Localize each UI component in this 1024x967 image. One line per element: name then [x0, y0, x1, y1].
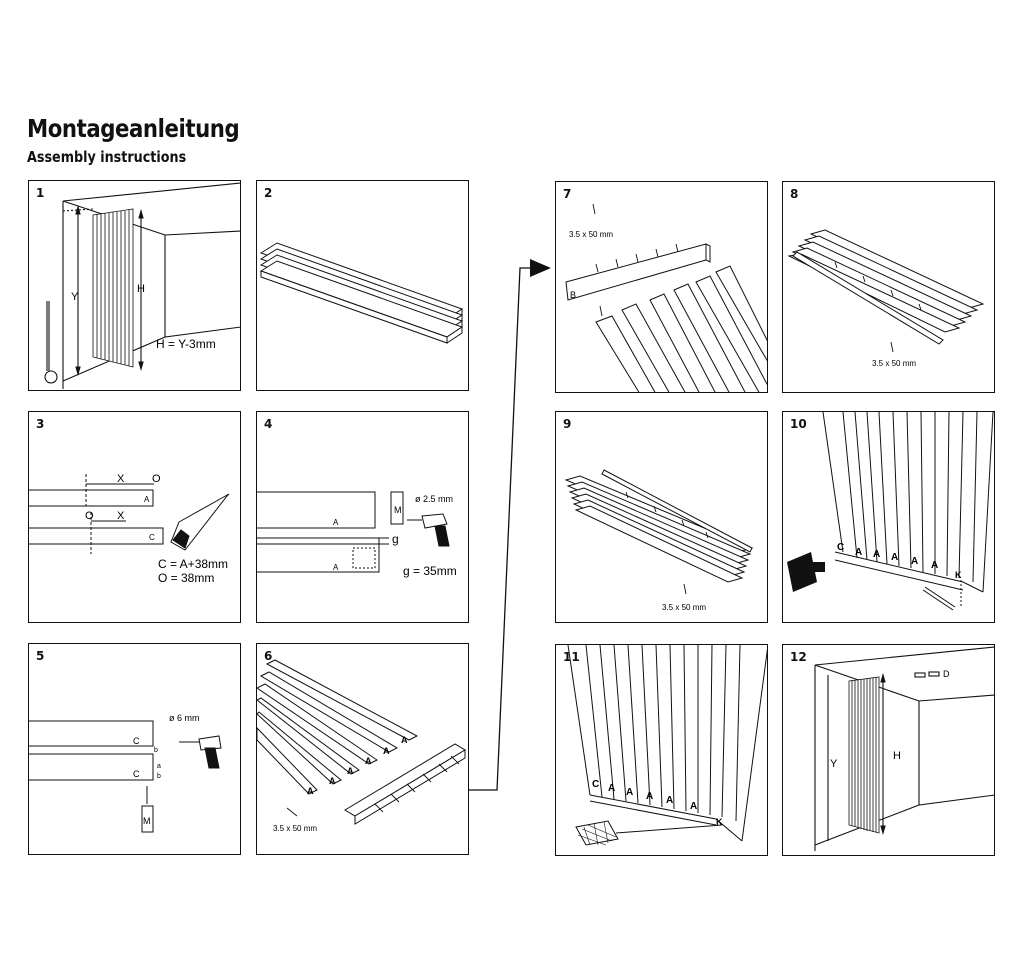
- part-a-label-4: A: [666, 795, 673, 806]
- part-a-label-2: A: [383, 746, 390, 756]
- step-12-illustration: D Y H: [814, 646, 994, 851]
- drill-diameter-label: ø 6 mm: [169, 713, 200, 723]
- part-c-label: C: [133, 736, 140, 746]
- part-m-label: M: [143, 816, 151, 826]
- height-formula: H = Y-3mm: [156, 337, 216, 351]
- part-a-label-5: A: [931, 560, 938, 571]
- dimension-y-label: Y: [830, 758, 838, 770]
- dimension-x-label: X: [117, 473, 125, 485]
- part-a-label-3: A: [646, 791, 653, 802]
- dimension-o-label: O: [152, 473, 161, 485]
- step-10-illustration: C A A A A A K: [787, 412, 994, 611]
- step-9-illustration: 3.5 x 50 mm: [564, 469, 754, 612]
- step-2-illustration: [259, 242, 464, 344]
- step-11-illustration: C A A A A A K: [567, 645, 767, 846]
- dimension-a-label: a: [157, 763, 161, 770]
- screw-size-label: 3.5 x 50 mm: [662, 603, 706, 612]
- step-7-illustration: 3.5 x 50 mm B: [565, 203, 767, 392]
- part-a-label-3: A: [365, 756, 372, 766]
- part-a-label-4: A: [911, 556, 918, 567]
- part-c-label-2: C: [133, 769, 140, 779]
- drill-diameter-label: ø 2.5 mm: [415, 494, 453, 504]
- step-number: 4: [264, 417, 273, 431]
- part-m-label: M: [394, 505, 402, 515]
- dimension-g-label: g: [392, 532, 399, 546]
- step-7-panel: 7 3.5 x 50 mm B: [555, 181, 768, 393]
- step-number: 1: [36, 186, 45, 200]
- dimension-h-label: H: [893, 750, 901, 762]
- step-4-panel: 4 A M ø 2.5 mm g A g = 35mm: [256, 411, 469, 623]
- page-title: Montageanleitung: [27, 114, 240, 143]
- step-3-panel: 3 X O A O X C C = A+38mm O = 38mm: [28, 411, 241, 623]
- part-a-label-3: A: [891, 552, 898, 563]
- part-a-label-2: A: [333, 563, 339, 572]
- step-8-illustration: 3.5 x 50 mm: [787, 229, 985, 368]
- dimension-g-formula: g = 35mm: [403, 564, 457, 578]
- screw-size-label: 3.5 x 50 mm: [569, 230, 613, 239]
- part-c-label: C: [149, 533, 155, 542]
- dimension-y-label: Y: [71, 291, 79, 303]
- step-8-panel: 8 3.5 x 50 mm: [782, 181, 995, 393]
- part-a-label-2: A: [873, 549, 880, 560]
- step-number: 5: [36, 649, 45, 663]
- part-c-label: C: [837, 542, 844, 553]
- part-a-label: A: [333, 518, 339, 527]
- step-1-illustration: Y H H = Y-3mm: [44, 182, 240, 389]
- part-k-label: K: [716, 817, 723, 827]
- screw-size-label: 3.5 x 50 mm: [273, 824, 317, 833]
- step-5-illustration: C b C a b ø 6 mm M: [29, 713, 222, 833]
- step-2-panel: 2: [256, 180, 469, 391]
- step-6-illustration: 3.5 x 50 mm A A A A A A: [257, 659, 466, 833]
- part-a-label-2: A: [626, 787, 633, 798]
- step-number: 6: [264, 649, 273, 663]
- part-a-label-1: A: [855, 547, 862, 558]
- page-subtitle: Assembly instructions: [27, 148, 187, 166]
- step-number: 8: [790, 187, 799, 201]
- step-number: 9: [563, 417, 572, 431]
- step-number: 7: [563, 187, 572, 201]
- part-c-label: C: [592, 779, 599, 790]
- dimension-b-label-2: b: [157, 773, 161, 780]
- screw-size-label: 3.5 x 50 mm: [872, 359, 916, 368]
- step-number: 12: [790, 650, 807, 664]
- part-a-label-4: A: [347, 766, 354, 776]
- part-a-label-6: A: [307, 786, 314, 796]
- step-3-illustration: X O A O X C C = A+38mm O = 38mm: [29, 473, 230, 585]
- part-a-label-5: A: [329, 776, 336, 786]
- cut-formula-c: C = A+38mm: [158, 557, 228, 571]
- step-number: 2: [264, 186, 273, 200]
- part-k-label: K: [955, 570, 962, 580]
- part-b-label: B: [570, 290, 576, 300]
- step-1-panel: 1 Y H H = Y-3mm: [28, 180, 241, 391]
- step-number: 3: [36, 417, 45, 431]
- step-number: 11: [563, 650, 580, 664]
- dimension-b-label: b: [154, 747, 158, 754]
- part-a-label-1: A: [608, 783, 615, 794]
- dimension-o-label-2: O: [85, 510, 94, 522]
- dimension-h-label: H: [137, 283, 145, 295]
- cut-formula-o: O = 38mm: [158, 571, 214, 585]
- step-11-panel: 11 C A A A A A K: [555, 644, 768, 856]
- step-4-illustration: A M ø 2.5 mm g A g = 35mm: [257, 491, 457, 578]
- part-a-label-1: A: [401, 735, 408, 745]
- step-6-panel: 6 3.5 x 50 mm A A A A A A: [256, 643, 469, 855]
- part-d-label: D: [943, 669, 950, 679]
- step-5-panel: 5 C b C a b ø 6 mm M: [28, 643, 241, 855]
- step-10-panel: 10 C A A A A A K: [782, 411, 995, 623]
- part-a-label: A: [144, 495, 150, 504]
- step-number: 10: [790, 417, 807, 431]
- part-a-label-5: A: [690, 801, 697, 812]
- dimension-x-label-2: X: [117, 510, 125, 522]
- step-12-panel: 12 D Y H: [782, 644, 995, 856]
- step-9-panel: 9 3.5 x 50 mm: [555, 411, 768, 623]
